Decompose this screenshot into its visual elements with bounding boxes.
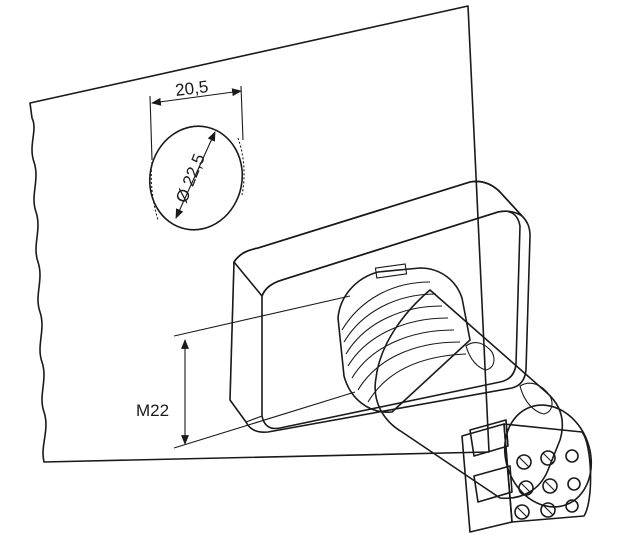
bezel-housing (229, 180, 531, 433)
terminal-block (461, 419, 592, 533)
hole-diameter-label: Ø 22,5 (172, 151, 209, 205)
cylinder-body (374, 289, 593, 508)
dimension-thread (173, 295, 356, 449)
dimension-diameter (175, 131, 216, 219)
screw-terminals (514, 449, 581, 520)
mounting-panel (29, 5, 490, 463)
threaded-body (337, 263, 471, 413)
panel-cutout (148, 125, 245, 231)
thread-label: M22 (136, 401, 169, 420)
dimension-width (149, 85, 244, 161)
hole-width-label: 20,5 (174, 77, 209, 100)
